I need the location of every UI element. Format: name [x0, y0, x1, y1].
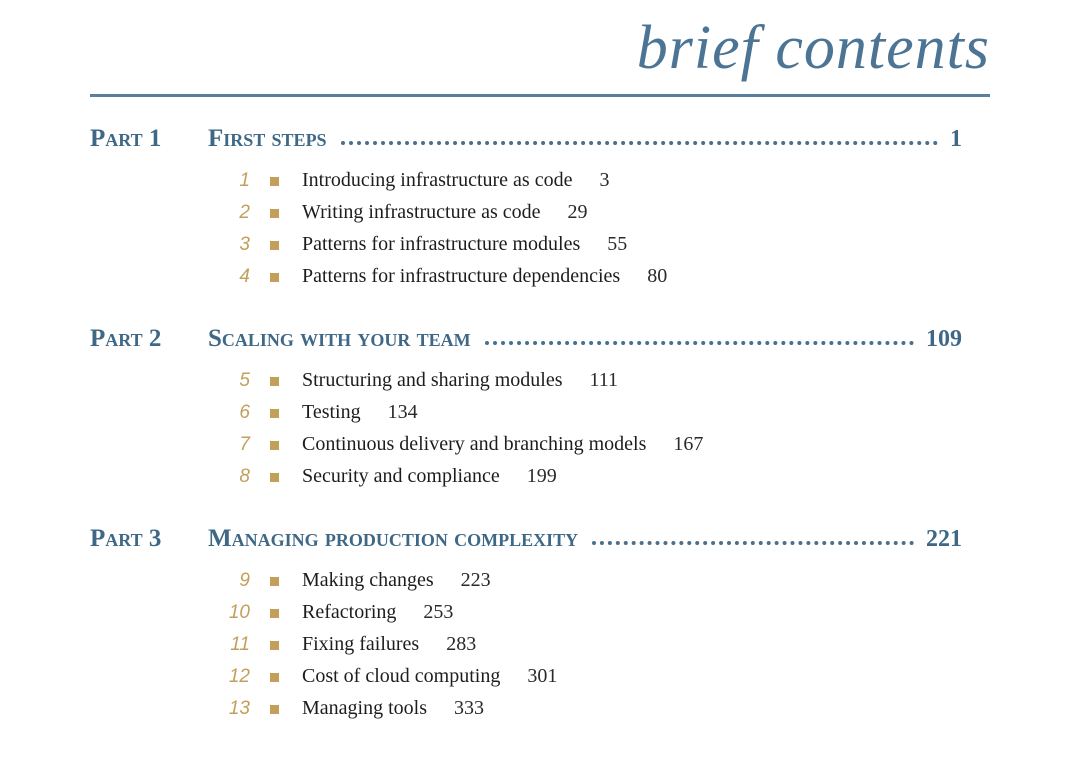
chapter-page-number: 333	[454, 697, 484, 719]
chapter-page-number: 80	[647, 265, 668, 287]
chapter-title: Patterns for infrastructure dependencies	[302, 265, 621, 287]
chapter-page-number: 3	[599, 169, 610, 191]
part-title: Scaling with your team	[208, 325, 471, 352]
chapter-number: 11	[230, 634, 250, 655]
square-bullet-icon	[270, 705, 279, 714]
square-bullet-icon	[270, 609, 279, 618]
chapter-page-number: 111	[589, 369, 619, 391]
page-title: brief contents	[636, 14, 990, 82]
chapter-row: 2 Writing infrastructure as code 29	[90, 201, 962, 233]
part-label: Part 3	[90, 525, 162, 552]
chapter-title: Fixing failures	[302, 633, 420, 655]
part-heading: Part 2 Scaling with your team 109	[90, 324, 962, 354]
chapter-number: 12	[228, 666, 250, 687]
chapter-page-number: 134	[387, 401, 418, 423]
chapter-row: 11 Fixing failures 283	[90, 633, 962, 665]
chapter-title: Making changes	[302, 569, 434, 591]
chapter-page-number: 167	[673, 433, 704, 455]
chapter-page-number: 253	[423, 601, 454, 623]
page-header: brief contents	[90, 0, 990, 97]
chapter-row: 7 Continuous delivery and branching mode…	[90, 433, 962, 465]
chapter-page-number: 55	[607, 233, 628, 255]
chapter-number: 1	[239, 170, 250, 191]
part-page-number: 1	[950, 126, 962, 152]
part-label: Part 2	[90, 325, 162, 352]
chapter-row: 3 Patterns for infrastructure modules 55	[90, 233, 962, 265]
chapter-number: 2	[239, 202, 250, 223]
chapter-title: Refactoring	[302, 601, 397, 623]
square-bullet-icon	[270, 177, 279, 186]
part-label: Part 1	[90, 125, 162, 152]
chapter-title: Introducing infrastructure as code	[302, 169, 573, 191]
square-bullet-icon	[270, 577, 279, 586]
chapter-page-number: 301	[527, 665, 558, 687]
square-bullet-icon	[270, 241, 279, 250]
part-heading: Part 1 First steps 1	[90, 124, 962, 154]
square-bullet-icon	[270, 409, 279, 418]
chapter-row: 12 Cost of cloud computing 301	[90, 665, 962, 697]
square-bullet-icon	[270, 377, 279, 386]
chapter-title: Patterns for infrastructure modules	[302, 233, 581, 255]
dot-leader	[592, 541, 914, 545]
dot-leader	[484, 341, 914, 345]
part-page-number: 109	[926, 326, 962, 352]
chapter-page-number: 283	[446, 633, 477, 655]
chapter-number: 6	[239, 402, 250, 423]
chapter-title: Cost of cloud computing	[302, 665, 501, 687]
chapter-row: 1 Introducing infrastructure as code 3	[90, 169, 962, 201]
chapter-number: 10	[228, 602, 250, 623]
chapter-number: 8	[239, 466, 250, 487]
page-content: brief contents Part 1 First steps 1 1 In…	[90, 0, 990, 729]
square-bullet-icon	[270, 441, 279, 450]
dot-leader	[340, 141, 938, 145]
part-page-number: 221	[926, 526, 962, 552]
chapter-title: Writing infrastructure as code	[302, 201, 541, 223]
square-bullet-icon	[270, 473, 279, 482]
chapter-number: 7	[239, 434, 250, 455]
square-bullet-icon	[270, 641, 279, 650]
chapter-title: Continuous delivery and branching models	[302, 433, 647, 455]
chapter-page-number: 29	[567, 201, 588, 223]
chapter-page-number: 223	[460, 569, 491, 591]
chapter-row: 6 Testing 134	[90, 401, 962, 433]
chapter-number: 4	[239, 266, 250, 287]
chapter-number: 3	[239, 234, 250, 255]
chapter-row: 10 Refactoring 253	[90, 601, 962, 633]
chapter-number: 13	[228, 698, 250, 719]
square-bullet-icon	[270, 673, 279, 682]
chapter-number: 9	[239, 570, 250, 591]
chapter-title: Security and compliance	[302, 465, 500, 487]
part-heading: Part 3 Managing production complexity 22…	[90, 524, 962, 554]
chapter-row: 9 Making changes 223	[90, 569, 962, 601]
table-of-contents: Part 1 First steps 1 1 Introducing infra…	[90, 124, 962, 729]
square-bullet-icon	[270, 209, 279, 218]
part-title: First steps	[208, 125, 327, 152]
chapter-row: 4 Patterns for infrastructure dependenci…	[90, 265, 962, 297]
square-bullet-icon	[270, 273, 279, 282]
chapter-row: 8 Security and compliance 199	[90, 465, 962, 497]
chapter-page-number: 199	[526, 465, 557, 487]
chapter-row: 5 Structuring and sharing modules 111	[90, 369, 962, 401]
chapter-row: 13 Managing tools 333	[90, 697, 962, 729]
chapter-title: Structuring and sharing modules	[302, 369, 563, 391]
chapter-title: Managing tools	[302, 697, 427, 719]
chapter-number: 5	[239, 370, 250, 391]
chapter-title: Testing	[302, 401, 361, 423]
part-title: Managing production complexity	[208, 525, 579, 552]
